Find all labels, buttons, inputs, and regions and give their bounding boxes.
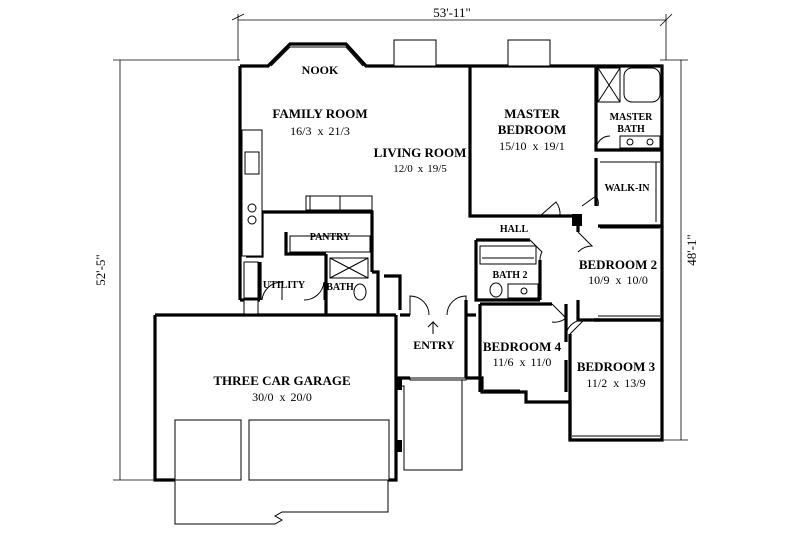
nook-label: NOOK — [302, 63, 339, 77]
family-room-label: FAMILY ROOM — [272, 106, 367, 121]
exterior-walls — [153, 42, 664, 482]
living-room-label: LIVING ROOM — [374, 145, 467, 160]
pantry-label: PANTRY — [310, 232, 351, 243]
bath-2-label: BATH 2 — [492, 270, 527, 281]
hall-label: HALL — [500, 224, 529, 235]
fixtures — [174, 67, 661, 525]
bedroom-3-label: BEDROOM 3 — [577, 359, 656, 374]
left-depth-dimension: 52'-5" — [93, 254, 108, 285]
entry-label: ENTRY — [413, 338, 455, 352]
walk-in-label: WALK-IN — [604, 183, 650, 194]
master-bedroom-label-1: MASTER — [504, 106, 560, 121]
master-bath-label-2: BATH — [617, 124, 645, 135]
dimension-lines — [113, 13, 688, 481]
master-bedroom-label-2: BEDROOM — [498, 122, 567, 137]
doors — [261, 135, 611, 343]
master-bath-label-1: MASTER — [610, 112, 654, 123]
utility-label: UTILITY — [263, 280, 306, 291]
garage-label: THREE CAR GARAGE — [213, 373, 350, 388]
bath-label: BATH — [326, 282, 354, 293]
bedroom-4-label: BEDROOM 4 — [483, 339, 562, 354]
bedroom-2-label: BEDROOM 2 — [579, 257, 657, 272]
overall-width-dimension: 53'-11" — [433, 5, 471, 20]
windows — [270, 39, 551, 67]
right-depth-dimension: 48'-1" — [684, 234, 699, 265]
